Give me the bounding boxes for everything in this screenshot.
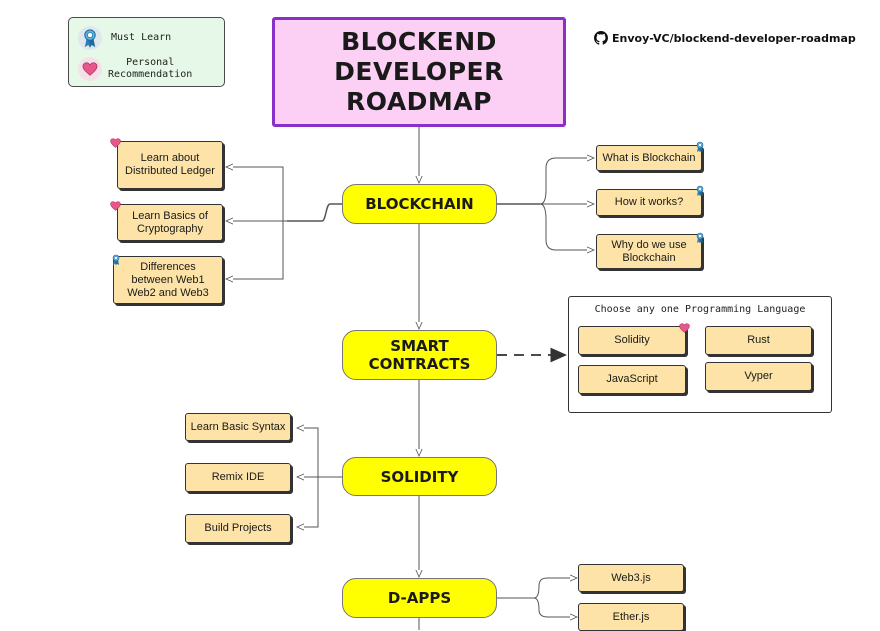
- heart-icon: [78, 57, 102, 81]
- connector-web-differences: [226, 220, 287, 279]
- connector-basic-syntax: [297, 428, 319, 477]
- card-how-it-works[interactable]: How it works?: [596, 189, 702, 216]
- github-icon: [594, 31, 608, 45]
- ribbon-icon: [112, 254, 120, 266]
- topic-solidity[interactable]: SOLIDITY: [342, 457, 497, 496]
- page-title: BLOCKEND DEVELOPER ROADMAP: [334, 27, 504, 116]
- connector-distributed-ledger: [226, 167, 287, 222]
- ribbon-icon: [696, 185, 704, 197]
- card-label: Learn about Distributed Ledger: [125, 152, 215, 177]
- card-distributed-ledger[interactable]: Learn about Distributed Ledger: [117, 141, 223, 189]
- connector-etherjs: [533, 597, 577, 617]
- card-label: Solidity: [614, 334, 650, 346]
- legend-personal-recommendation: Personal Recommendation: [108, 57, 193, 80]
- card-why-blockchain[interactable]: Why do we use Blockchain: [596, 234, 702, 269]
- card-rust[interactable]: Rust: [705, 326, 812, 355]
- card-vyper[interactable]: Vyper: [705, 362, 812, 391]
- card-basic-syntax[interactable]: Learn Basic Syntax: [185, 413, 291, 441]
- repo-link-text: Envoy-VC/blockend-developer-roadmap: [612, 31, 856, 45]
- card-label: Vyper: [744, 370, 773, 382]
- card-label: What is Blockchain: [602, 151, 696, 164]
- card-what-is-blockchain[interactable]: What is Blockchain: [596, 145, 702, 171]
- language-panel-title: Choose any one Programming Language: [594, 304, 806, 315]
- card-solidity[interactable]: Solidity: [578, 326, 686, 355]
- roadmap-title-box: BLOCKEND DEVELOPER ROADMAP: [272, 17, 566, 127]
- connector-why-blockchain: [539, 203, 594, 250]
- card-label: How it works?: [614, 196, 684, 208]
- card-label: Remix IDE: [211, 471, 265, 483]
- card-web3js[interactable]: Web3.js: [578, 564, 684, 592]
- card-label: Ether.js: [612, 610, 650, 623]
- connector-web3js: [533, 578, 577, 599]
- card-javascript[interactable]: JavaScript: [578, 365, 686, 394]
- card-label: Learn Basic Syntax: [190, 420, 286, 433]
- topic-dapps[interactable]: D-APPS: [342, 578, 497, 618]
- legend-must-learn: Must Learn: [111, 32, 172, 43]
- card-etherjs[interactable]: Ether.js: [578, 603, 684, 631]
- card-label: Learn Basics of Cryptography: [132, 209, 208, 235]
- topic-smart-contracts[interactable]: SMART CONTRACTS: [342, 330, 497, 380]
- card-label: Web3.js: [611, 571, 651, 584]
- card-remix-ide[interactable]: Remix IDE: [185, 463, 291, 492]
- card-label: Rust: [747, 334, 770, 346]
- ribbon-icon: [78, 26, 102, 50]
- ribbon-icon: [696, 232, 704, 244]
- heart-icon: [110, 138, 121, 148]
- card-cryptography[interactable]: Learn Basics of Cryptography: [117, 204, 223, 241]
- heart-icon: [110, 201, 121, 211]
- card-label: Build Projects: [204, 522, 272, 534]
- card-label: JavaScript: [606, 373, 658, 385]
- topic-blockchain[interactable]: BLOCKCHAIN: [342, 184, 497, 224]
- legend: Must Learn Personal Recommendation: [68, 17, 225, 87]
- card-label: Why do we use Blockchain: [611, 238, 687, 264]
- heart-icon: [679, 323, 690, 333]
- card-build-projects[interactable]: Build Projects: [185, 514, 291, 543]
- connector-build-projects: [297, 477, 319, 527]
- card-web-differences[interactable]: Differences between Web1 Web2 and Web3: [113, 256, 223, 304]
- repo-link[interactable]: Envoy-VC/blockend-developer-roadmap: [594, 31, 856, 45]
- ribbon-icon: [696, 141, 704, 153]
- connector-what-is-blockchain: [539, 158, 594, 205]
- card-label: Differences between Web1 Web2 and Web3: [127, 260, 209, 299]
